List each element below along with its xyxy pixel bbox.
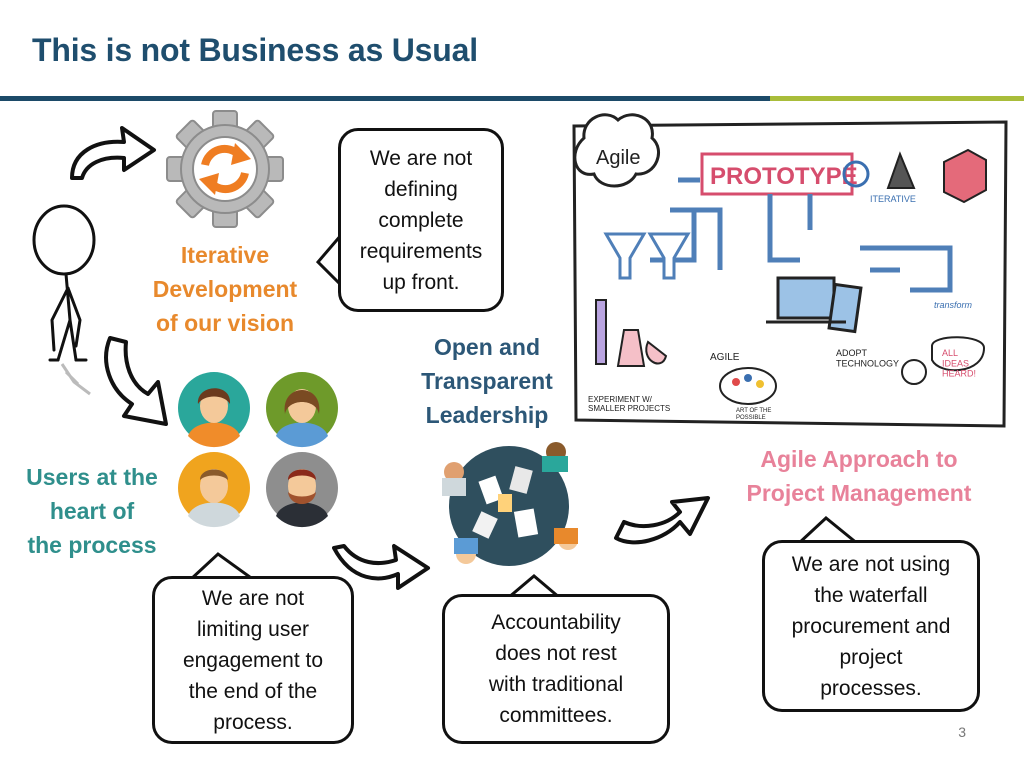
agile-approach-label: Agile Approach to Project Management [746,446,972,506]
sketch-agile-word: Agile [596,147,640,169]
waterfall-text: We are not using the waterfall procureme… [791,552,951,700]
header-divider [0,96,1024,101]
sketch-experiment: EXPERIMENT W/SMALLER PROJECTS [588,395,670,413]
header-accent [770,96,1024,101]
curved-arrow-up-right-icon [614,496,710,545]
avatar [178,452,250,528]
users-heart-label: Users at the heart of the process [26,464,158,558]
engagement-callout: We are not limiting user engagement to t… [152,552,354,746]
iterative-development-label: Iterative Development of our vision [152,242,298,336]
gear-refresh-icon [166,110,284,228]
engagement-text: We are not limiting user engagement to t… [182,586,324,734]
avatar [266,372,338,448]
requirements-text: We are not defining complete requirement… [359,146,483,294]
transparent-leadership-label: Open and Transparent Leadership [421,334,553,428]
requirements-callout: We are not defining complete requirement… [314,128,504,312]
sketch-iterative-word: ITERATIVE [870,194,916,204]
engagement-bubble: We are not limiting user engagement to t… [152,576,354,744]
slide-title: This is not Business as Usual [32,32,478,68]
avatar [178,372,250,448]
sketch-agile-small: AGILE [710,352,740,363]
sketch-transform: transform [934,300,973,310]
stick-figure-illustration [32,204,96,396]
meeting-table-illustration [442,442,578,566]
requirements-bubble: We are not defining complete requirement… [338,128,504,312]
curved-arrow-icon [70,126,156,180]
sketch-prototype-word: PROTOTYPE [710,163,858,190]
waterfall-callout: We are not using the waterfall procureme… [762,516,980,714]
accountability-bubble: Accountability does not rest with tradit… [442,594,670,744]
curved-arrow-down-icon [104,336,168,426]
curved-arrow-right-icon [332,544,430,590]
waterfall-bubble: We are not using the waterfall procureme… [762,540,980,712]
user-avatars-group [178,372,338,528]
accountability-callout: Accountability does not rest with tradit… [442,574,670,744]
accountability-text: Accountability does not rest with tradit… [488,611,624,727]
page-number: 3 [958,724,966,740]
avatar [266,452,338,528]
